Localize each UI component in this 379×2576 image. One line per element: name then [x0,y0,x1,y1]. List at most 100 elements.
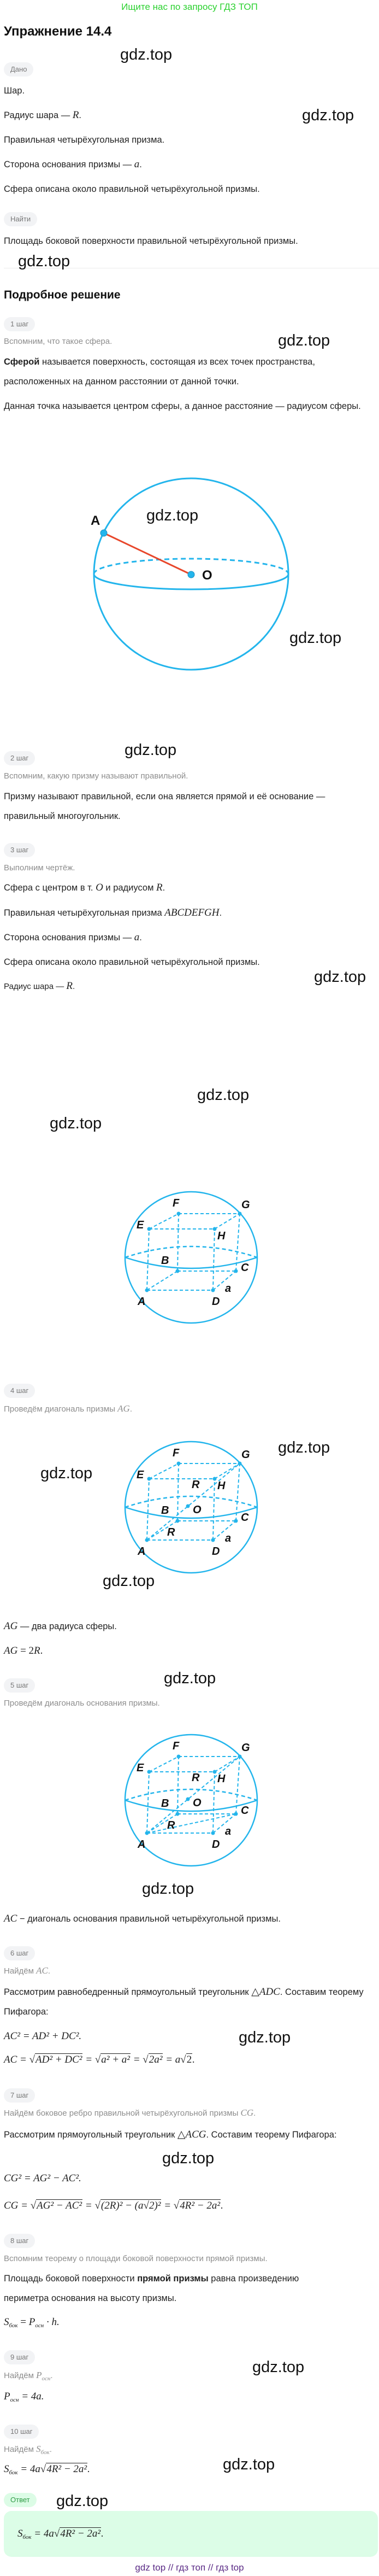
label-d: D [212,1839,220,1851]
point-a [100,529,108,537]
text: . [162,883,165,893]
prism-edge-dh [212,1228,215,1291]
math: CG [240,2107,254,2118]
given-sphere: Сфера описана около правильной четырёхуг… [4,184,260,194]
text: — два радиуса сферы. [17,1621,117,1631]
text: Сторона основания призмы — [4,160,134,169]
math: ABCDEFGH [164,907,220,918]
watermark: gdz.top [164,1670,216,1687]
footer-links[interactable]: gdz top // гдз топ // гдз top [135,2562,244,2573]
radicand: 4R² − 2a² [46,2463,88,2475]
radicand: AD² + DC² [35,2053,83,2065]
prism-edge-dc [212,1520,236,1541]
prism-edge-cg [235,1756,240,1814]
sqrt: √4R² − 2a² [173,2199,221,2211]
label-a: A [137,1545,145,1558]
text: . [253,2109,256,2118]
sqrt: √4R² − 2a² [40,2463,88,2475]
prism-edge-bf [177,1213,179,1272]
math: △ACG [177,2129,206,2140]
step-hint: Вспомним теорему о площади боковой повер… [4,2254,268,2263]
prism-edge-cg [235,1463,240,1521]
step-badge: 9 шаг [4,2350,35,2364]
label-a: A [91,513,100,528]
vertex-f [176,1754,181,1759]
formula: AC² = AD² + DC². [4,2030,82,2042]
label-o: O [193,1797,202,1809]
text: Найдём [4,1966,37,1976]
vertex-a [145,1288,149,1292]
label-h: H [217,1773,226,1785]
label-a: A [137,1296,145,1308]
vertex-d [211,1538,215,1542]
text: . [139,933,142,942]
text: Правильная четырёхугольная призма [4,908,165,918]
label-o: O [193,1504,202,1516]
text: Найдём боковое ребро правильной четырёху… [4,2109,241,2118]
drawing-line: Радиус шара — R. [4,980,75,993]
sqrt: √AD² + DC² [29,2053,83,2065]
watermark: gdz.top [197,1086,250,1104]
subscript: бок [9,2322,18,2329]
radicand: 4R² − 2a² [60,2527,102,2539]
regular-prism-definition: Призму называют правильной, если она явл… [4,792,325,821]
step-hint: Найдём Sбок. [4,2443,52,2459]
watermark: gdz.top [56,2492,109,2510]
label-r-upper: R [192,1772,200,1784]
label-f: F [173,1197,180,1209]
math: = 4a [31,2528,54,2539]
watermark: gdz.top [278,332,330,349]
text: Найдём [4,2445,37,2454]
label-o: O [202,568,212,583]
equator-front [125,1506,258,1519]
vertex-g [238,1211,242,1216]
vertex-b [175,1519,180,1523]
sqrt: √a² + a² [94,2053,131,2065]
math: S [17,2528,23,2539]
math: a [175,2054,181,2065]
equator-front [125,1799,258,1812]
answer-formula: Sбок = 4a√4R² − 2a². [17,2527,104,2544]
sqrt: √4R² − 2a² [54,2527,102,2539]
vertex-e [147,1770,151,1774]
text: и радиусом [103,883,156,893]
watermark: gdz.top [18,253,70,270]
radicand: 2 [186,2053,193,2065]
math: R [66,980,73,992]
subscript: бок [9,2469,18,2476]
label-c: C [241,1262,249,1274]
equator-back [125,1245,258,1258]
subscript: бок [22,2534,32,2540]
step-badge: 6 шаг [4,1946,35,1960]
vertex-g [238,1461,242,1466]
math: a [134,932,140,943]
step-badge: 5 шаг [4,1678,35,1693]
answer-box: Sбок = 4a√4R² − 2a². [4,2511,378,2557]
math: P [36,2370,42,2380]
point-o [187,571,195,578]
prism-edge-hg [214,1463,240,1479]
label-a-side: a [225,1532,231,1544]
prism-edge-hg [214,1756,240,1772]
watermark: gdz.top [146,507,199,524]
equator-front [93,573,289,590]
prism-edge-ae [146,1228,150,1291]
watermark: gdz.top [103,1572,155,1590]
prism-edge-bf [177,1463,179,1521]
text: . [50,2371,53,2380]
vertex-h [212,1227,217,1231]
vertex-f [176,1211,181,1216]
text: . Составим теорему Пифагора: [206,2130,337,2140]
label-d: D [212,1296,220,1308]
vertex-o [186,1504,190,1508]
step-hint: Проведём диагональ основания призмы. [4,1699,160,1708]
math: = 4a. [19,2391,44,2402]
page-title: Упражнение 14.4 [4,24,112,39]
text: Сфера с центром в т. [4,883,96,893]
given-radius: Радиус шара — R. [4,109,81,122]
formula: Pосн = 4a. [4,2390,44,2407]
watermark: gdz.top [252,2358,305,2376]
search-banner[interactable]: Ищите нас по запросу ГДЗ ТОП [121,2,258,12]
text: Рассмотрим равнобедренный прямоугольный … [4,1987,252,1997]
